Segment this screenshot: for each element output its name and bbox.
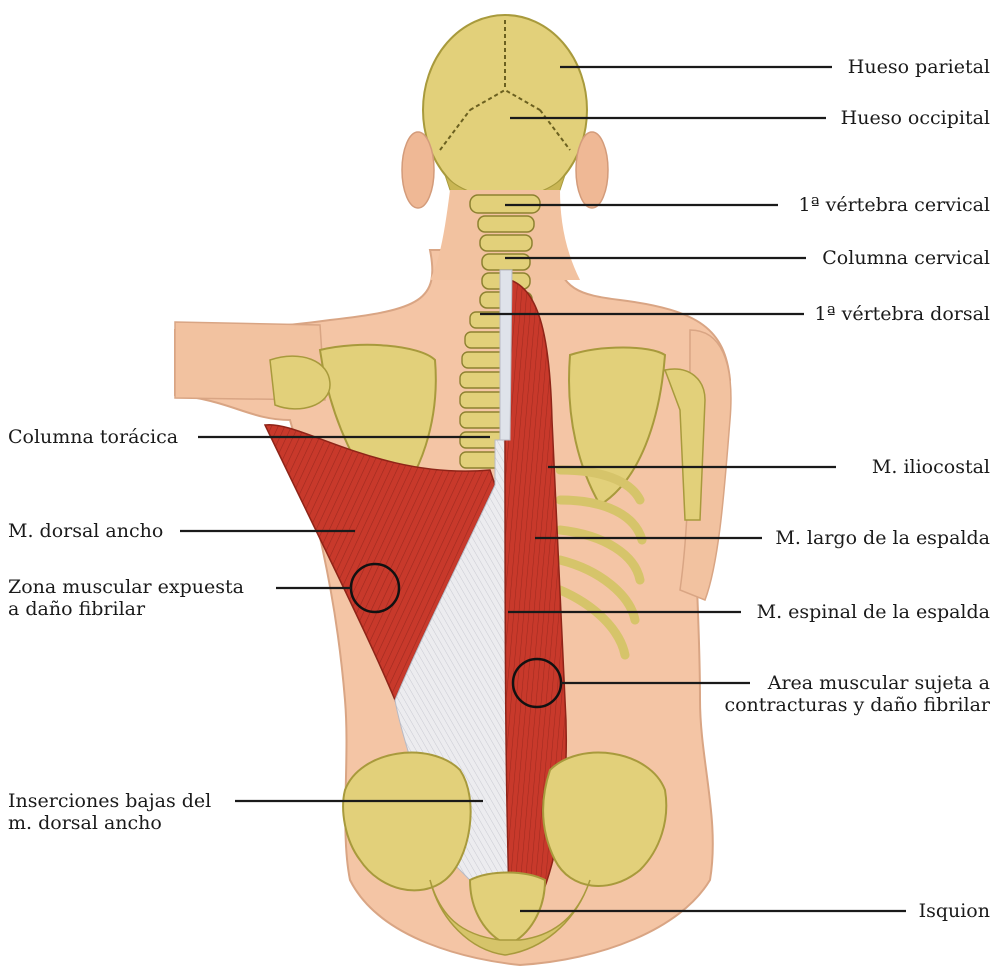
label-longissimus-muscle: M. largo de la espalda (775, 527, 990, 549)
label-parietal-bone: Hueso parietal (848, 56, 990, 78)
label-fibrillar-damage-zone-line2: a daño fibrilar (8, 598, 244, 620)
label-spinalis-muscle: M. espinal de la espalda (757, 601, 990, 623)
label-fibrillar-damage-zone: Zona muscular expuesta a daño fibrilar (8, 576, 244, 620)
label-thoracic-spine: Columna torácica (8, 426, 178, 448)
label-first-dorsal-vertebra: 1ª vértebra dorsal (814, 303, 990, 325)
label-occipital-bone: Hueso occipital (841, 107, 990, 129)
spinous-processes (500, 270, 512, 440)
label-latissimus-dorsi: M. dorsal ancho (8, 520, 163, 542)
label-contracture-area-line1: Area muscular sujeta a (724, 672, 990, 694)
label-contracture-area-line2: contracturas y daño fibrilar (724, 694, 990, 716)
label-iliocostal-muscle: M. iliocostal (872, 456, 990, 478)
label-fibrillar-damage-zone-line1: Zona muscular expuesta (8, 576, 244, 598)
label-lower-latissimus-insertions-line1: Inserciones bajas del (8, 790, 211, 812)
left-humerus-head (270, 356, 330, 409)
label-contracture-area: Area muscular sujeta a contracturas y da… (724, 672, 990, 716)
label-lower-latissimus-insertions: Inserciones bajas del m. dorsal ancho (8, 790, 211, 834)
left-ear (402, 132, 434, 208)
label-lower-latissimus-insertions-line2: m. dorsal ancho (8, 812, 211, 834)
label-ischium: Isquion (919, 900, 990, 922)
label-first-cervical-vertebra: 1ª vértebra cervical (798, 194, 990, 216)
right-ear (576, 132, 608, 208)
label-cervical-spine: Columna cervical (822, 247, 990, 269)
